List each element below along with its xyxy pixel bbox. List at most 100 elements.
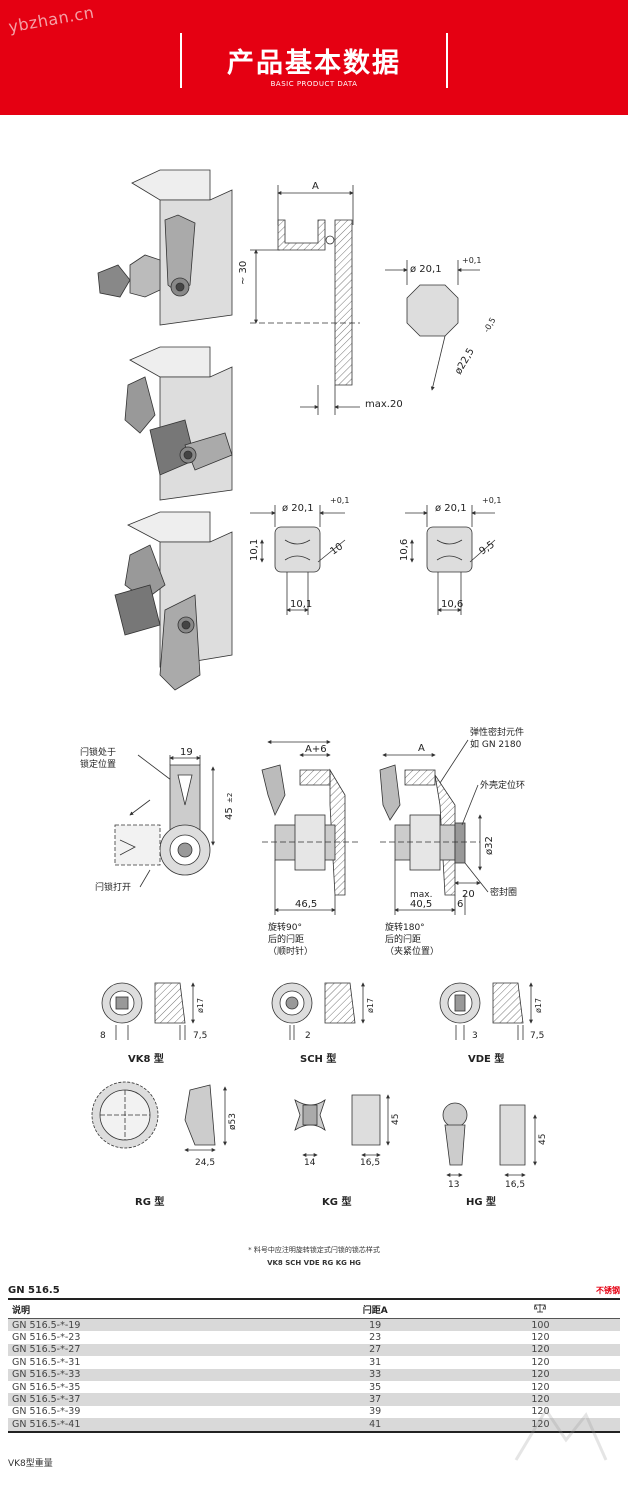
dim-max: max. [410, 890, 432, 900]
dim-rg-24-5: 24,5 [195, 1158, 215, 1168]
dim-a-side: A [418, 743, 425, 754]
table-row: GN 516.5-*-39 39 120 [8, 1406, 620, 1418]
label-rot90-2: 后的闩距 [268, 933, 304, 945]
dim-kg-16-5: 16,5 [360, 1158, 380, 1168]
dim-6: 6 [457, 899, 463, 910]
table-row: GN 516.5-*-23 23 120 [8, 1331, 620, 1343]
dim-sch-2: 2 [305, 1031, 311, 1041]
type-sch: ø17 2 SCH 型 [271, 982, 375, 1065]
row-weight: 120 [460, 1393, 620, 1406]
row-weight: 100 [460, 1318, 620, 1332]
header-banner: 产品基本数据 BASIC PRODUCT DATA ybzhan.cn [0, 0, 628, 115]
header-divider-right [446, 33, 448, 88]
dim-oct-tol01: +0,1 [462, 256, 481, 265]
page-title: 产品基本数据 [227, 48, 401, 79]
dim-45-tol: ±2 [226, 793, 234, 803]
dim-20: 20 [462, 889, 475, 900]
dim-rg-d53: ø53 [228, 1113, 238, 1130]
row-desc: GN 516.5-*-39 [12, 1406, 81, 1418]
row-weight: 120 [460, 1418, 620, 1433]
row-desc: GN 516.5-*-27 [8, 1343, 290, 1357]
cutout-square-1: ø 20,1 +0,1 10,1 10,1 10 [249, 496, 349, 615]
row-desc: GN 516.5-*-23 [12, 1332, 81, 1344]
weight-icon [533, 1303, 547, 1312]
label-rot90-1: 旋转90° [268, 921, 302, 933]
row-distance: 23 [369, 1332, 382, 1344]
row-desc: GN 516.5-*-41 [8, 1418, 290, 1433]
row-desc: GN 516.5-*-19 [8, 1318, 290, 1332]
dim-sq1-10-1-v: 10,1 [249, 539, 260, 561]
dim-oct-d22-5: ø22,5 [453, 346, 477, 376]
row-weight: 120 [531, 1381, 550, 1393]
dim-sq1-d20-1: ø 20,1 [282, 503, 314, 514]
latch-illustration-3 [114, 511, 233, 691]
row-distance: 19 [289, 1318, 461, 1332]
dim-a-top: A [312, 181, 319, 192]
label-kg: KG 型 [322, 1195, 351, 1208]
type-rg: ø53 24,5 RG 型 [91, 1081, 238, 1208]
dim-sq2-9-5: 9,5 [477, 539, 496, 557]
dim-vk8-d17: ø17 [196, 998, 205, 1013]
dim-d32: ø32 [484, 836, 495, 855]
dim-oct-tol05: -0,5 [482, 316, 498, 334]
row-distance: 39 [369, 1406, 382, 1418]
row-desc: GN 516.5-*-37 [8, 1393, 290, 1406]
row-weight: 120 [531, 1332, 550, 1344]
label-locked-2: 锁定位置 [80, 758, 116, 770]
label-sch: SCH 型 [300, 1052, 336, 1065]
label-rot180-2: 后的闩距 [385, 933, 421, 945]
dim-sq1-10-1-h: 10,1 [290, 599, 312, 610]
dim-hg-16-5: 16,5 [505, 1180, 525, 1190]
row-weight: 120 [531, 1356, 550, 1368]
col-header-description: 说明 [8, 1300, 290, 1319]
type-vde: ø17 3 7,5 VDE 型 [439, 982, 544, 1065]
row-weight: 120 [531, 1406, 550, 1418]
label-rot180-1: 旋转180° [385, 921, 425, 933]
dim-max20: max.20 [365, 399, 403, 410]
dim-hg-13: 13 [448, 1180, 459, 1190]
front-view-latch: 闩锁处于 锁定位置 闩锁打开 19 45 ±2 [80, 746, 235, 893]
dim-vde-3: 3 [472, 1031, 478, 1041]
label-locked-1: 闩锁处于 [80, 746, 116, 758]
dim-46-5: 46,5 [295, 899, 317, 910]
dim-vk8-7-5: 7,5 [193, 1031, 207, 1041]
note-types: VK8 SCH VDE RG KG HG [267, 1259, 361, 1267]
product-code: GN 516.5 [8, 1285, 60, 1296]
side-view-rot180: A 弹性密封元件 如 GN 2180 外壳定位环 ø32 密封圈 max. 20… [379, 726, 525, 957]
type-kg: 45 14 16,5 KG 型 [294, 1094, 401, 1208]
row-weight: 120 [460, 1368, 620, 1381]
latch-illustration-1 [97, 169, 233, 326]
label-seal-2: 如 GN 2180 [470, 738, 522, 750]
row-distance: 35 [369, 1381, 382, 1393]
section-view-top: A ~ 30 max.20 [238, 181, 403, 415]
type-vk8: ø17 8 7,5 VK8 型 [100, 982, 207, 1065]
label-seal-1: 弹性密封元件 [470, 726, 524, 738]
watermark: ybzhan.cn [7, 2, 96, 37]
dim-sq2-10-6-v: 10,6 [399, 539, 410, 561]
dim-45-front: 45 [224, 807, 235, 820]
latch-illustration-2 [124, 346, 233, 501]
cutout-octagon: ø 20,1 +0,1 ø22,5 -0,5 [385, 256, 498, 391]
table-title-bar: GN 516.5 不锈钢 [8, 1285, 620, 1300]
label-hg: HG 型 [466, 1195, 496, 1208]
material-label: 不锈钢 [596, 1286, 620, 1295]
footnote: VK8型重量 [8, 1459, 53, 1469]
dim-hg-45: 45 [538, 1134, 548, 1145]
dim-19: 19 [180, 747, 193, 758]
label-housing-ring: 外壳定位环 [480, 779, 525, 791]
note-text: * 料号中应注明旋转锁定式闩锁的锁芯样式 [248, 1246, 380, 1254]
row-distance: 31 [369, 1356, 382, 1368]
technical-drawing: A ~ 30 max.20 ø 20,1 +0,1 ø22,5 -0,5 ø 2… [80, 169, 548, 1208]
row-desc: GN 516.5-*-33 [8, 1368, 290, 1381]
dim-a6: A+6 [305, 744, 327, 755]
dim-kg-14: 14 [304, 1158, 316, 1168]
watermark-logo-icon [514, 1407, 608, 1461]
dim-40-5: 40,5 [410, 899, 432, 910]
